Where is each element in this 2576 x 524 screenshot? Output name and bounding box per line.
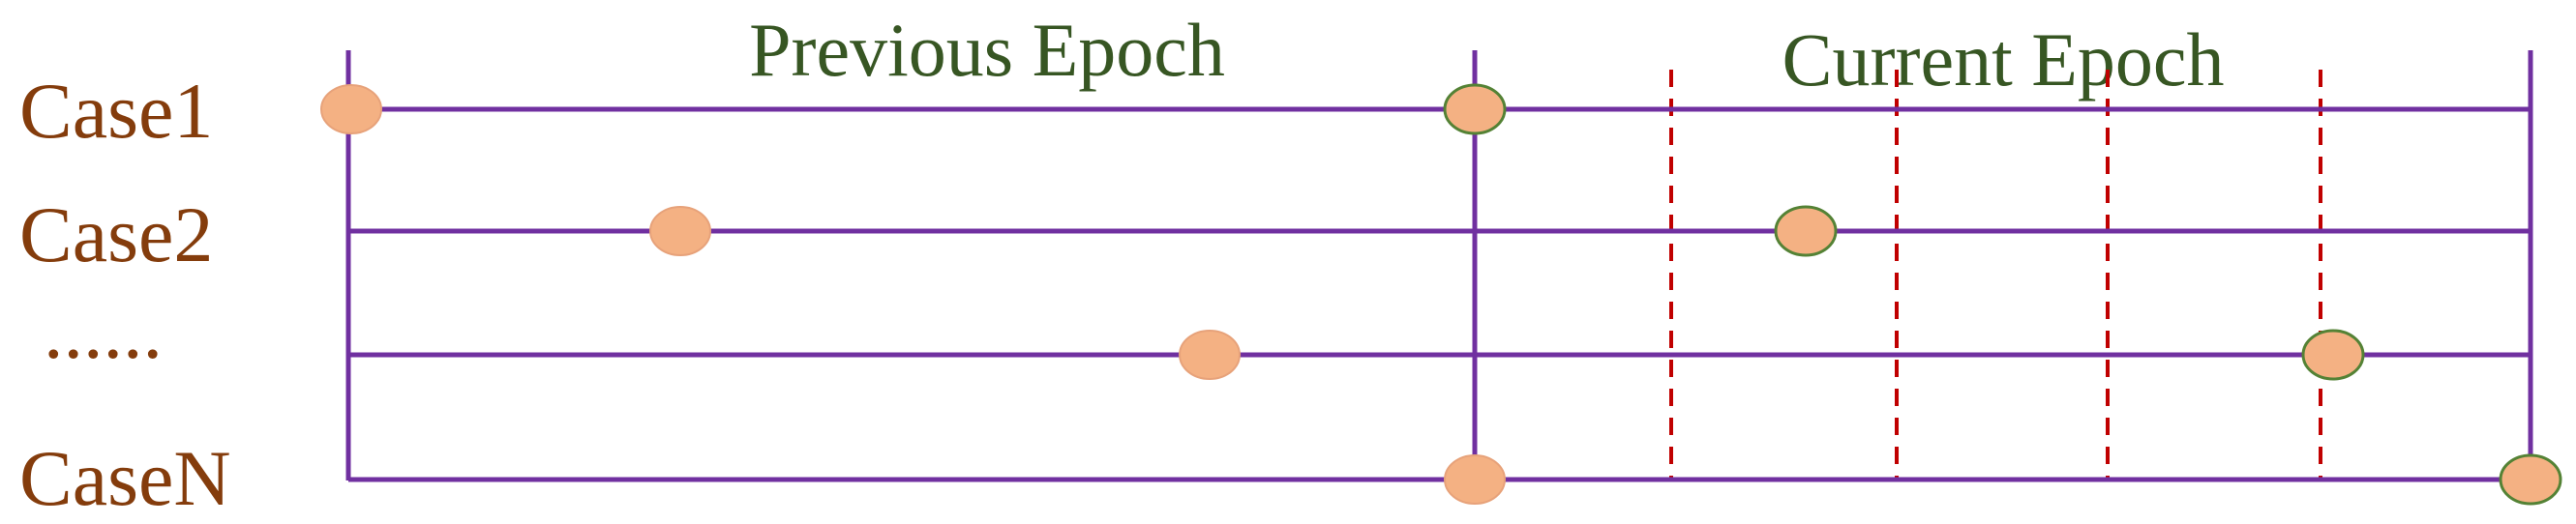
marker-ellipsis-previous — [1179, 330, 1241, 380]
row-label-case2: Case2 — [19, 190, 213, 278]
marker-case2-current — [1774, 205, 1838, 257]
marker-case2-previous — [649, 206, 711, 256]
row-label-ellipsis: ...... — [44, 287, 163, 375]
marker-case1-previous — [320, 84, 382, 134]
marker-case1-current — [1443, 83, 1507, 135]
marker-ellipsis-current — [2301, 329, 2365, 381]
previous-epoch-label: Previous Epoch — [749, 8, 1225, 92]
marker-casen-previous — [1444, 454, 1506, 505]
marker-casen-current — [2499, 453, 2562, 506]
row-label-case1: Case1 — [19, 67, 213, 155]
row-label-casen: CaseN — [19, 434, 231, 522]
current-epoch-label: Current Epoch — [1782, 17, 2224, 102]
